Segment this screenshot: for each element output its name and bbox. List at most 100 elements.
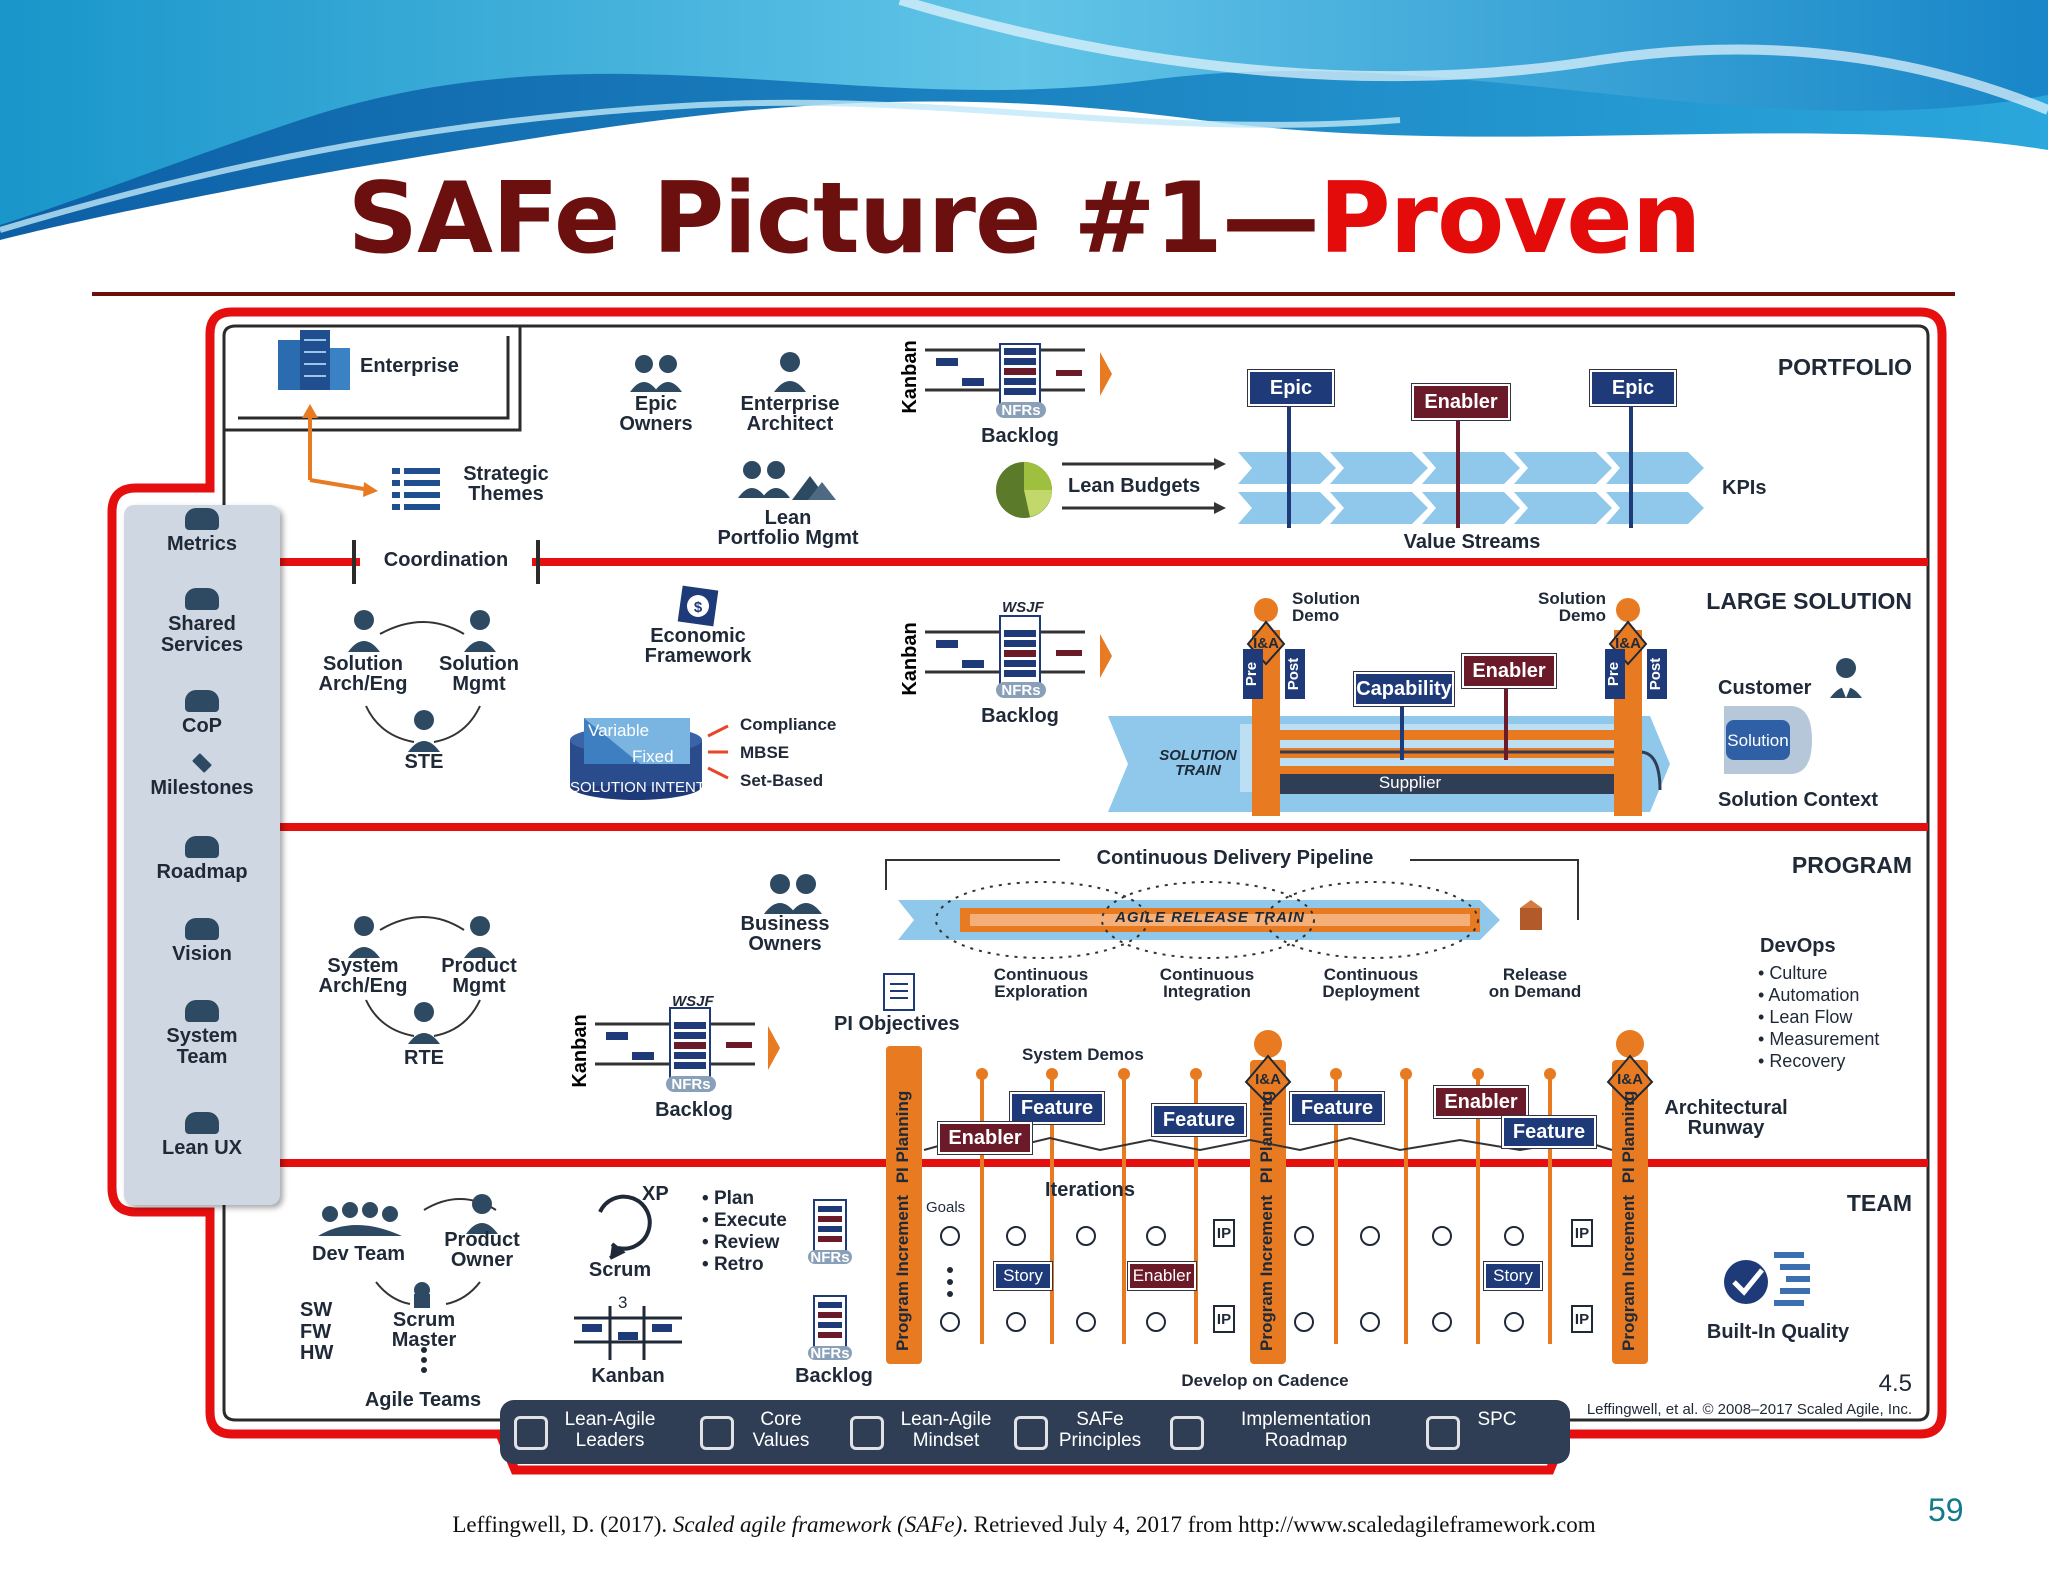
agile-release-train-label: AGILE RELEASE TRAIN bbox=[1115, 909, 1305, 926]
team-kanban-label: Kanban bbox=[591, 1365, 665, 1387]
feature-tag-3: Feature bbox=[1290, 1092, 1384, 1124]
binoculars-icon bbox=[185, 918, 219, 940]
section-large-solution: LARGE SOLUTION bbox=[1706, 588, 1912, 614]
spc-icon bbox=[1426, 1416, 1460, 1450]
feature-tag-4: Feature bbox=[1502, 1116, 1596, 1148]
ip-label-2: IP bbox=[1216, 1311, 1232, 1328]
story-tag-2: Story bbox=[1484, 1262, 1542, 1290]
business-owners-label: Business Owners bbox=[740, 913, 830, 956]
sidebar-item-label: Shared Services bbox=[160, 613, 244, 656]
enabler-tag-program-1: Enabler bbox=[938, 1122, 1032, 1154]
continuous-exploration-label: Continuous Exploration bbox=[993, 965, 1089, 1002]
version-label: 4.5 bbox=[1878, 1370, 1912, 1397]
page-number: 59 bbox=[1928, 1492, 1964, 1528]
solution-post-1-label: Post bbox=[1285, 649, 1305, 699]
iterations-label: Iterations bbox=[1044, 1179, 1136, 1201]
enabler-tag-program-2: Enabler bbox=[1434, 1086, 1528, 1118]
sidebar-item-milestones: Milestones bbox=[124, 752, 280, 799]
ste-label: STE bbox=[404, 751, 444, 773]
header-wave bbox=[0, 0, 2048, 240]
citation-title: Scaled agile framework (SAFe) bbox=[672, 1512, 963, 1537]
ip-label-4: IP bbox=[1574, 1311, 1590, 1328]
feature-tag-1: Feature bbox=[1010, 1092, 1104, 1124]
kpis-label: KPIs bbox=[1722, 477, 1767, 499]
continuous-integration-label: Continuous Integration bbox=[1159, 965, 1255, 1002]
portfolio-kanban-board bbox=[925, 343, 1112, 418]
foundation-item-1: Core Values bbox=[700, 1409, 826, 1452]
team-nfrs-label-2: NFRs bbox=[810, 1345, 850, 1362]
slide-title: SAFe Picture #1—Proven bbox=[0, 162, 2048, 276]
enabler-tag-solution: Enabler bbox=[1462, 654, 1556, 688]
value-streams-chevrons bbox=[1238, 452, 1704, 524]
enterprise-label: Enterprise bbox=[360, 355, 459, 377]
solution-context-shape bbox=[1724, 706, 1812, 774]
continuous-delivery-pipeline-label: Continuous Delivery Pipeline bbox=[1096, 847, 1374, 869]
built-in-quality-label: Built-In Quality bbox=[1706, 1321, 1850, 1343]
pi-planning-label-2: PI Planning bbox=[1257, 1090, 1276, 1184]
sidebar-item-label: Lean UX bbox=[161, 1137, 243, 1159]
foundation-label: Lean-Agile Mindset bbox=[900, 1409, 992, 1451]
foundation-label: Core Values bbox=[752, 1409, 810, 1451]
solution-pre-2-label: Pre bbox=[1605, 649, 1625, 699]
section-team: TEAM bbox=[1846, 1190, 1912, 1216]
program-wsjf-label: WSJF bbox=[672, 993, 714, 1010]
devops-label: DevOps bbox=[1760, 935, 1836, 957]
enabler-tag-portfolio: Enabler bbox=[1412, 384, 1510, 420]
copyright-label: Leffingwell, et al. © 2008–2017 Scaled A… bbox=[1586, 1401, 1912, 1418]
roadmap-icon bbox=[1170, 1416, 1204, 1450]
program-increment-label-1: Program Increment bbox=[893, 1195, 912, 1351]
scrum-step: Retro bbox=[702, 1254, 787, 1276]
iteration-cycle-glyphs bbox=[940, 1219, 1593, 1333]
sw-fw-hw-label: SW FW HW bbox=[300, 1299, 334, 1365]
solution-ia-1-label: I&A bbox=[1253, 635, 1279, 652]
core-values-icon bbox=[700, 1416, 734, 1450]
solution-post-2-label: Post bbox=[1647, 649, 1667, 699]
pi-planning-label-3: PI Planning bbox=[1619, 1090, 1638, 1184]
team-gear-icon bbox=[185, 1000, 219, 1022]
sidebar-item-label: Vision bbox=[172, 943, 232, 965]
people-pair-icon bbox=[185, 588, 219, 610]
epic-owners-label: Epic Owners bbox=[619, 393, 693, 436]
devops-item: Culture bbox=[1758, 962, 1879, 984]
sidebar-item-label: Milestones bbox=[150, 777, 254, 799]
story-tag-1: Story bbox=[994, 1262, 1052, 1290]
program-increment-label-3: Program Increment bbox=[1619, 1195, 1638, 1351]
program-increment-label-2: Program Increment bbox=[1257, 1195, 1276, 1351]
devops-item: Recovery bbox=[1758, 1050, 1879, 1072]
foundation-item-3: SAFe Principles bbox=[1014, 1409, 1150, 1452]
program-increment-pillars bbox=[886, 1030, 1654, 1364]
foundation-bar bbox=[500, 1400, 1570, 1464]
team-backlog-label: Backlog bbox=[795, 1365, 873, 1387]
dev-team-label: Dev Team bbox=[312, 1243, 406, 1265]
devops-item: Lean Flow bbox=[1758, 1006, 1879, 1028]
pi-objectives-document-icon bbox=[883, 973, 915, 1011]
enterprise-architect-label: Enterprise Architect bbox=[740, 393, 840, 436]
foundation-label: SPC bbox=[1477, 1409, 1517, 1430]
svg-text:$: $ bbox=[694, 599, 703, 616]
portfolio-nfrs-label: NFRs bbox=[1001, 402, 1041, 419]
devops-list: Culture Automation Lean Flow Measurement… bbox=[1758, 962, 1879, 1072]
sidebar-item-label: Roadmap bbox=[156, 861, 248, 883]
epic-tag-1: Epic bbox=[1248, 370, 1334, 406]
solution-box-label: Solution bbox=[1727, 731, 1789, 750]
framework-frame bbox=[107, 307, 1947, 1475]
architectural-runway-label: Architectural Runway bbox=[1664, 1097, 1788, 1140]
scrum-step: Execute bbox=[702, 1210, 787, 1232]
solution-demo-1-label: Solution Demo bbox=[1292, 589, 1360, 626]
team-nfrs-label-1: NFRs bbox=[810, 1249, 850, 1266]
scrum-steps-list: Plan Execute Review Retro bbox=[702, 1188, 787, 1276]
agile-teams-label: Agile Teams bbox=[364, 1389, 482, 1411]
variable-label: Variable bbox=[588, 721, 650, 740]
team-kanban-icon bbox=[574, 1306, 682, 1360]
pi-planning-label-1: PI Planning bbox=[893, 1090, 912, 1184]
solution-wsjf-label: WSJF bbox=[1002, 599, 1044, 616]
citation: Leffingwell, D. (2017). Scaled agile fra… bbox=[0, 1512, 2048, 1538]
principles-icon bbox=[1014, 1416, 1048, 1450]
solution-kanban-board bbox=[925, 615, 1112, 698]
sidebar-item-roadmap: Roadmap bbox=[124, 836, 280, 883]
citation-text: Leffingwell, D. (2017). bbox=[452, 1512, 673, 1537]
foundation-label: Lean-Agile Leaders bbox=[564, 1409, 656, 1451]
leaders-icon bbox=[514, 1416, 548, 1450]
solution-intent-cylinder bbox=[570, 718, 729, 800]
solution-train-label: SOLUTION TRAIN bbox=[1159, 747, 1237, 780]
